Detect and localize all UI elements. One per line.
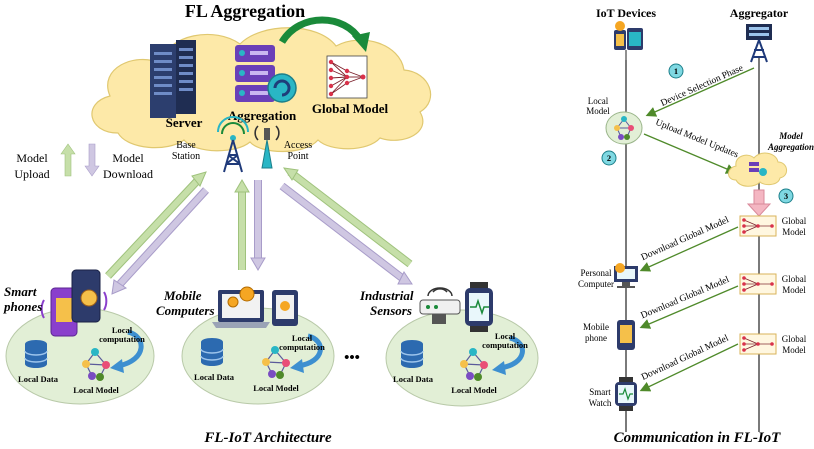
global-model-3-label-1: Global [782,334,807,344]
step-1-badge [668,63,684,79]
legend-upload-label-1: Model [16,151,48,165]
mobile-computers-title-1: Mobile [163,288,202,303]
server-icon [150,40,196,118]
fl-iot-architecture-caption: FL-IoT Architecture [203,430,332,446]
iot-devices-icon [614,21,643,60]
industrial-sensors-computation-2: computation [482,340,528,350]
global-model-3-label-2: Model [782,345,806,355]
global-model-1-label-2: Model [782,227,806,237]
aggregation-label: Aggregation [228,108,297,123]
mobile-computers-computation-1: Local [292,333,313,343]
model-aggregation-label-2: Aggregation [767,142,814,152]
step-2-number: 2 [607,153,611,163]
download-global-label-1: Download Global Model [640,215,731,263]
aggregator-header: Aggregator [730,6,789,20]
smartphones-computation-2: computation [99,334,145,344]
smart-watch-label-1: Smart [589,387,611,397]
personal-computer-label-1: Personal [581,268,612,278]
aggregator-tower-icon [746,24,772,63]
global-model-2-label-2: Model [782,285,806,295]
mobile-computers-title-2: Computers [156,303,215,318]
device-local-model-label-1: Local [588,96,609,106]
download-global-label-2: Download Global Model [640,275,732,321]
legend-upload-label-2: Upload [14,167,49,181]
industrial-sensors-computation-1: Local [495,331,516,341]
base-station-icon [217,116,249,173]
base-station-label-1: Base [176,140,196,151]
smart-watch-label-2: Watch [589,398,612,408]
industrial-sensors-title-1: Industrial [359,288,414,303]
legend-upload-arrow [60,143,76,177]
download-global-label-3: Download Global Model [640,333,731,382]
legend-download-label-1: Model [112,151,144,165]
industrial-sensors-local-data: Local Data [393,374,434,384]
step-1-number: 1 [674,66,678,76]
step-3-number: 3 [784,191,788,201]
more-groups-ellipsis: ••• [344,350,360,366]
global-model-box-3 [739,333,777,355]
access-point-label-1: Access [284,140,312,151]
smartphones-local-data: Local Data [18,374,59,384]
mobile-computers-local-model: Local Model [253,383,299,393]
legend-download-arrow [84,143,100,177]
smartphones-computation-1: Local [112,325,133,335]
upload-model-updates-label: Upload Model Updates [654,118,740,161]
aggregation-to-global-down-arrow [746,189,772,217]
global-model-box-2 [739,273,777,295]
server-label: Server [166,115,203,130]
smartphones-group [5,269,155,405]
communication-caption: Communication in FL-IoT [614,430,782,446]
upload-download-arrows [105,167,413,295]
step-2-badge [601,150,617,166]
device-selection-arrow [645,67,755,117]
model-aggregation-cloud [728,152,787,187]
personal-computer-icon [614,263,638,288]
global-model-icon [326,55,368,99]
mobile-computers-group [181,286,335,405]
smartphones-title-1: Smart [4,284,37,299]
mobile-phone-icon [617,320,635,350]
iot-devices-header: IoT Devices [596,6,656,20]
industrial-sensors-title-2: Sensors [370,303,412,318]
smartphones-local-model: Local Model [73,385,119,395]
access-point-label-2: Point [287,151,308,162]
legend-download-label-2: Download [103,167,153,181]
aggregation-icon [235,45,297,103]
download-global-arrow-3 [639,343,739,392]
fl-aggregation-title: FL Aggregation [185,1,305,21]
device-local-model-icon [605,111,643,145]
download-global-arrow-2 [639,285,739,329]
download-global-arrow-1 [639,226,739,272]
smart-watch-icon [615,377,637,411]
step-3-badge [778,188,794,204]
personal-computer-label-2: Computer [578,279,614,289]
global-model-label: Global Model [312,101,389,116]
access-point-icon [254,125,280,169]
base-station-label-2: Station [172,151,200,162]
mobile-computers-local-data: Local Data [194,372,235,382]
global-model-box-1 [739,215,777,237]
mobile-computers-computation-2: computation [279,342,325,352]
global-model-1-label-1: Global [782,216,807,226]
model-aggregation-label-1: Model [778,131,803,141]
global-model-2-label-1: Global [782,274,807,284]
smartphones-title-2: phones [3,299,42,314]
mobile-phone-label-2: phone [585,333,607,343]
upload-model-updates-arrow [643,133,737,174]
industrial-sensors-local-model: Local Model [451,385,497,395]
device-local-model-label-2: Model [586,106,610,116]
industrial-sensors-group [385,282,539,407]
aggregation-to-global-arrow [279,16,364,45]
mobile-phone-label-1: Mobile [583,322,609,332]
